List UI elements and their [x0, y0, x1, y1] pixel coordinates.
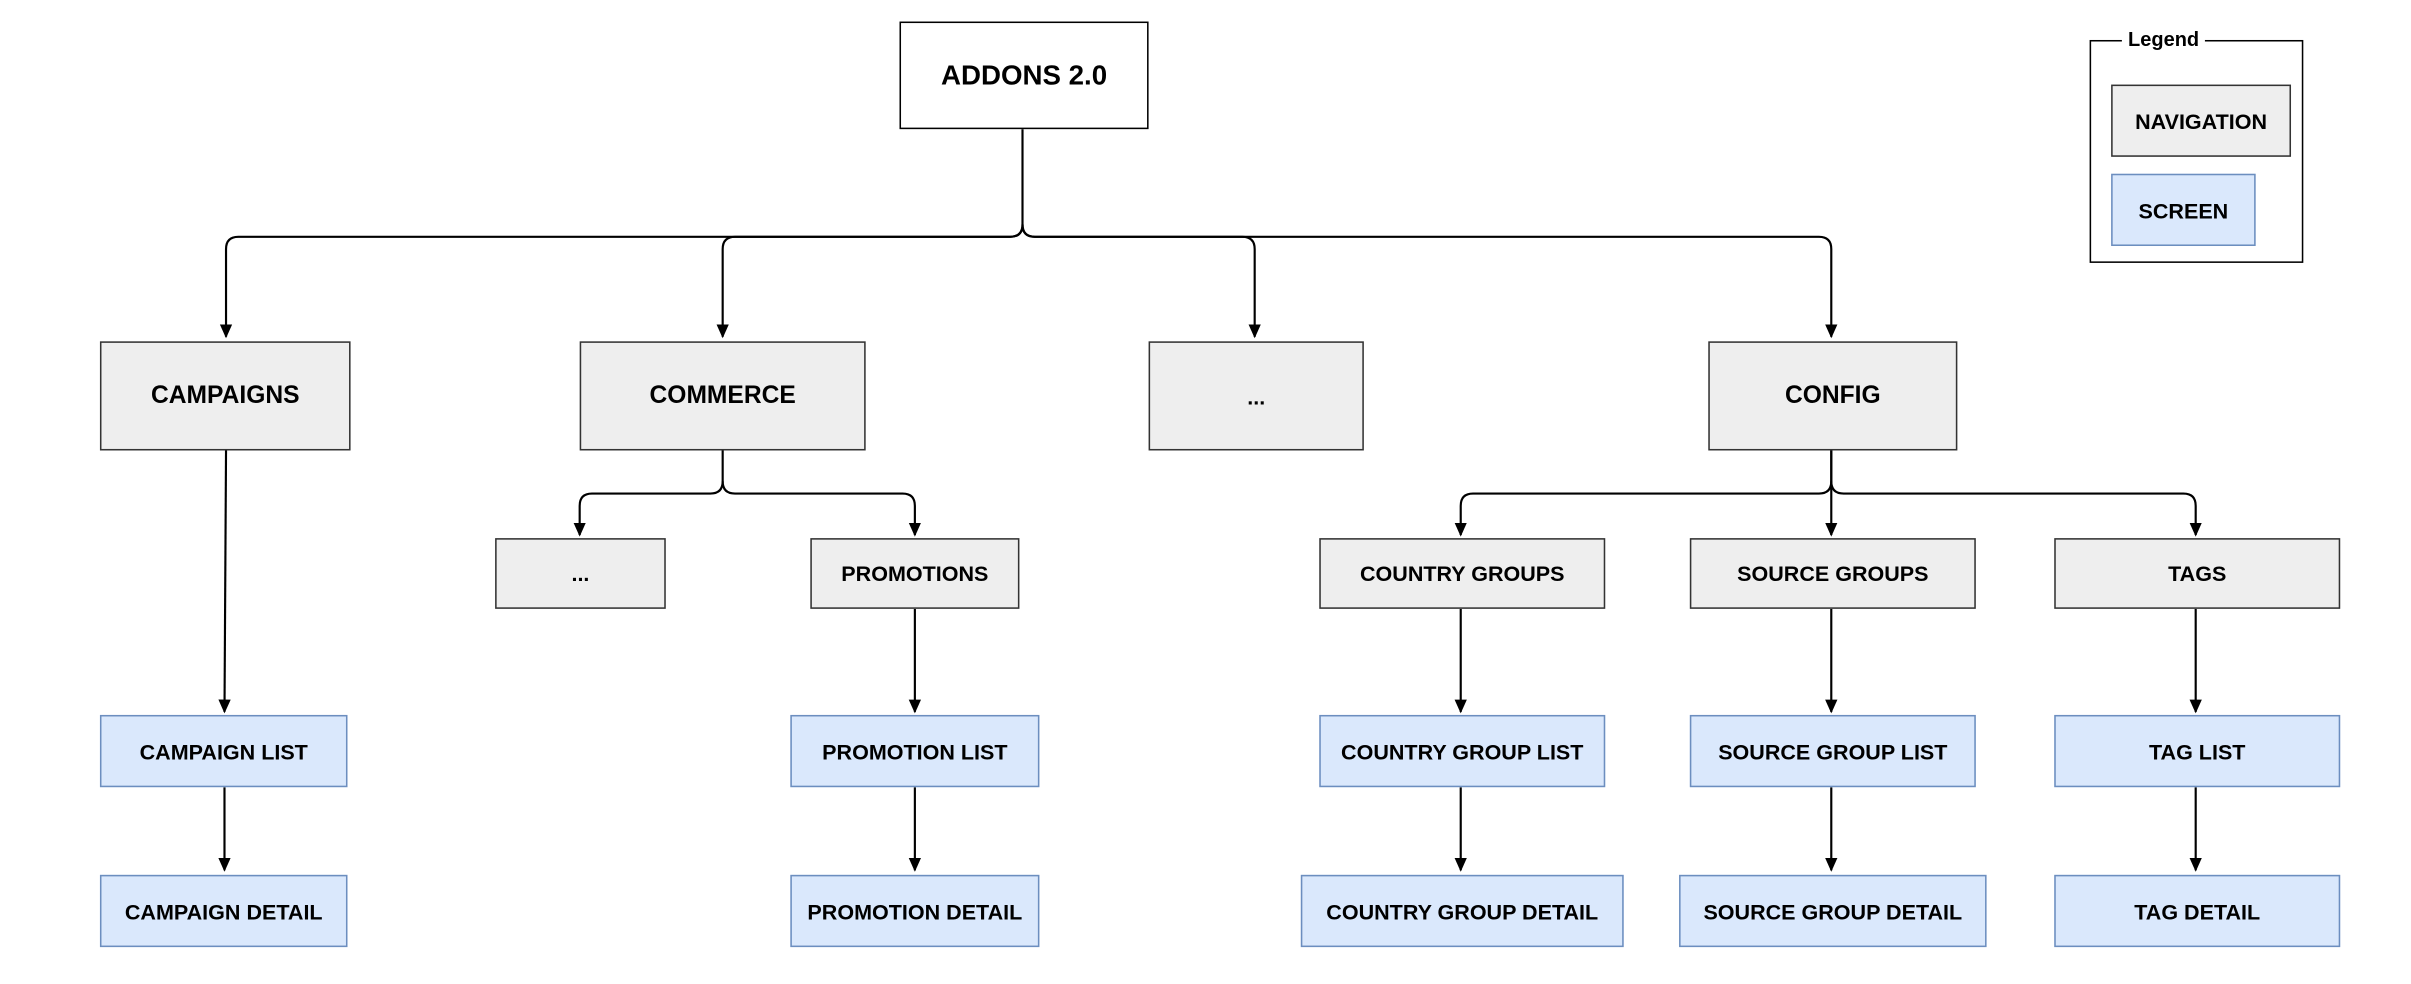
- nav-config: CONFIG: [1708, 341, 1958, 451]
- nav-ellipsis: ...: [1148, 341, 1364, 451]
- nav-promotions: PROMOTIONS: [810, 538, 1020, 609]
- edge-config-country: [1454, 450, 1833, 537]
- edge-root-commerce: [716, 224, 1024, 339]
- screen-source-group-detail: SOURCE GROUP DETAIL: [1679, 874, 1987, 948]
- nav-tags: TAGS: [2054, 538, 2341, 609]
- edge-root-ellipsis: [1021, 224, 1261, 339]
- screen-campaign-list: CAMPAIGN LIST: [99, 714, 348, 788]
- screen-country-group-detail: COUNTRY GROUP DETAIL: [1300, 874, 1624, 948]
- legend-navigation: NAVIGATION: [2111, 84, 2292, 157]
- nav-commerce: COMMERCE: [579, 341, 866, 451]
- nav-commerce-ellipsis: ...: [495, 538, 666, 609]
- edge-commerce-promotions: [721, 481, 922, 537]
- screen-country-group-list: COUNTRY GROUP LIST: [1319, 714, 1606, 788]
- legend-title: Legend: [2121, 27, 2206, 51]
- screen-tag-list: TAG LIST: [2054, 714, 2341, 788]
- screen-source-group-list: SOURCE GROUP LIST: [1689, 714, 1976, 788]
- nav-campaigns: CAMPAIGNS: [99, 341, 351, 451]
- screen-promotion-detail: PROMOTION DETAIL: [790, 874, 1040, 948]
- edge-commerce-ellipsis: [573, 450, 724, 537]
- nav-source-groups: SOURCE GROUPS: [1689, 538, 1976, 609]
- edge-config-tags: [1830, 481, 2202, 537]
- screen-promotion-list: PROMOTION LIST: [790, 714, 1040, 788]
- edge-campaigns-list: [218, 450, 231, 714]
- edge-root-campaigns: [219, 129, 1024, 339]
- legend-screen: SCREEN: [2111, 173, 2256, 246]
- screen-campaign-detail: CAMPAIGN DETAIL: [99, 874, 348, 948]
- nav-country-groups: COUNTRY GROUPS: [1319, 538, 1606, 609]
- root-node: ADDONS 2.0: [899, 21, 1149, 130]
- screen-tag-detail: TAG DETAIL: [2054, 874, 2341, 948]
- edge-root-config: [1021, 224, 1838, 339]
